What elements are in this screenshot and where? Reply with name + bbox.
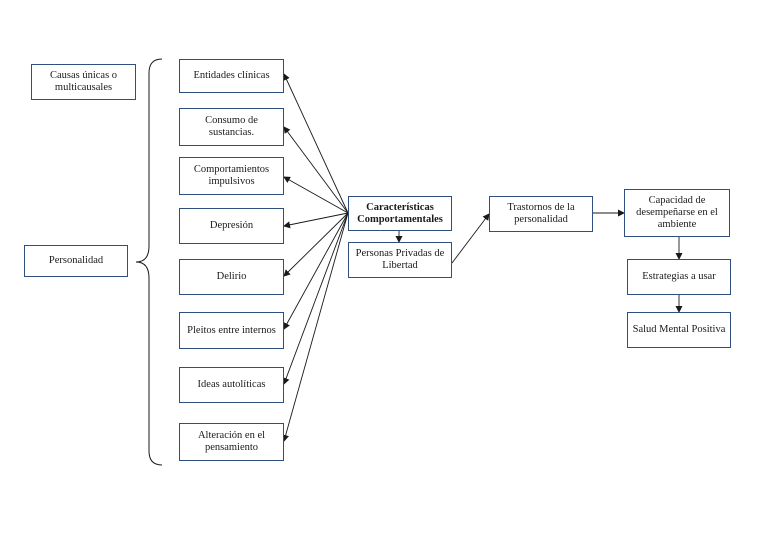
salud-label: Salud Mental Positiva <box>632 324 726 335</box>
factor-consumo-box: Consumo de sustancias. <box>179 108 284 146</box>
factor-delirio-box: Delirio <box>179 259 284 295</box>
arrow-to-entidades <box>283 73 349 214</box>
estrategias-box: Estrategias a usar <box>627 259 731 295</box>
arrow-to-consumo <box>283 126 349 214</box>
arrow-to-comportamientos <box>283 176 349 214</box>
arrow-to-ideas <box>282 212 349 385</box>
factor-label: Entidades clínicas <box>193 70 270 81</box>
caracteristicas-label: Características Comportamentales <box>357 201 443 225</box>
factor-label: Comportamientos impulsivos <box>193 164 270 187</box>
arrow-to-alteracion <box>282 212 349 442</box>
arrow-to-trastornos <box>451 213 490 264</box>
factor-label: Depresión <box>209 220 254 231</box>
arrow-to-pleitos <box>283 212 349 330</box>
capacidad-label: Capacidad de desempeñarse en el ambiente <box>636 195 718 230</box>
causas-box: Causas únicas o multicausales <box>31 64 136 100</box>
arrow-to-delirio <box>283 212 349 277</box>
personalidad-box: Personalidad <box>24 245 128 277</box>
factor-pleitos-box: Pleitos entre internos <box>179 312 284 349</box>
factor-entidades-box: Entidades clínicas <box>179 59 284 93</box>
factor-label: Pleitos entre internos <box>187 324 276 336</box>
factor-ideas-box: Ideas autolíticas <box>179 367 284 403</box>
factor-comportamientos-box: Comportamientos impulsivos <box>179 157 284 195</box>
capacidad-box: Capacidad de desempeñarse en el ambiente <box>624 189 730 237</box>
factor-depresion-box: Depresión <box>179 208 284 244</box>
personalidad-label: Personalidad <box>48 255 104 266</box>
population-label: Personas Privadas de Libertad <box>355 248 445 271</box>
factor-label: Ideas autolíticas <box>197 379 266 390</box>
arrow-to-depresion <box>283 212 349 229</box>
factor-label: Alteración en el pensamiento <box>197 430 266 453</box>
causas-label: Causas únicas o multicausales <box>49 70 118 93</box>
factor-label: Delirio <box>216 271 247 282</box>
factor-label: Consumo de sustancias. <box>205 115 258 138</box>
estrategias-label: Estrategias a usar <box>642 271 716 282</box>
population-box: Personas Privadas de Libertad <box>348 242 452 278</box>
salud-box: Salud Mental Positiva <box>627 312 731 348</box>
trastornos-label: Trastornos de la personalidad <box>507 202 575 225</box>
trastornos-box: Trastornos de la personalidad <box>489 196 593 232</box>
grouping-brace <box>135 58 163 466</box>
caracteristicas-box: Características Comportamentales <box>348 196 452 231</box>
factor-alteracion-box: Alteración en el pensamiento <box>179 423 284 461</box>
